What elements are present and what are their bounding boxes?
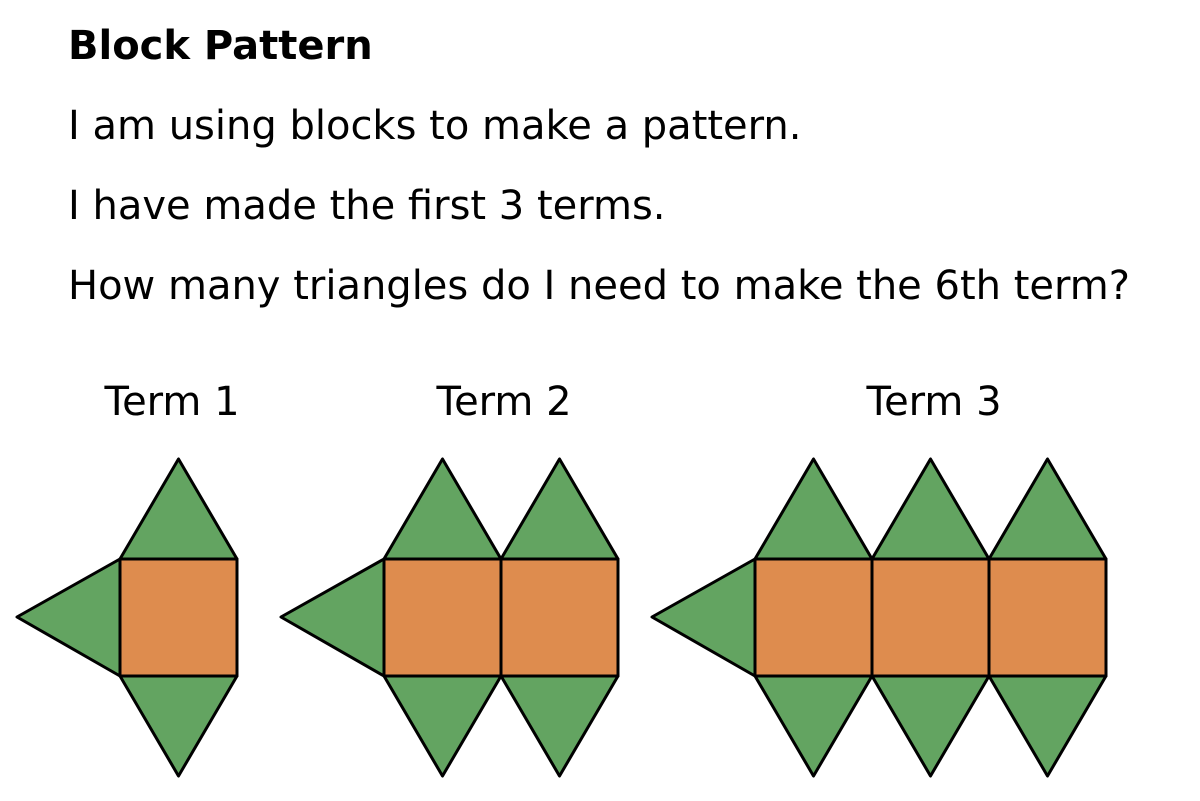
t3-top-triangle-3 (987, 457, 1108, 561)
t2-bottom-triangle-1 (382, 674, 503, 778)
t2-left-triangle (279, 557, 386, 678)
t3-top-triangle-1 (753, 457, 874, 561)
t3-square-3 (987, 557, 1108, 678)
t1-left-triangle (15, 557, 122, 678)
page-title: Block Pattern (68, 23, 373, 69)
term-2-label: Term 2 (436, 379, 572, 425)
t3-bottom-triangle-2 (870, 674, 991, 778)
t2-bottom-triangle-2 (499, 674, 620, 778)
t3-bottom-triangle-3 (987, 674, 1108, 778)
t2-square-1 (382, 557, 503, 678)
term-1-label: Term 1 (104, 379, 240, 425)
t3-square-2 (870, 557, 991, 678)
t3-bottom-triangle-1 (753, 674, 874, 778)
statement-line-1: I am using blocks to make a pattern. (68, 103, 802, 149)
t1-top-triangle-1 (118, 457, 239, 561)
t3-top-triangle-2 (870, 457, 991, 561)
term-3-label: Term 3 (866, 379, 1002, 425)
statement-line-2: I have made the first 3 terms. (68, 183, 666, 229)
t1-square-1 (118, 557, 239, 678)
t3-square-1 (753, 557, 874, 678)
question-line: How many triangles do I need to make the… (68, 263, 1130, 309)
t2-top-triangle-1 (382, 457, 503, 561)
t2-top-triangle-2 (499, 457, 620, 561)
t1-bottom-triangle-1 (118, 674, 239, 778)
t3-left-triangle (650, 557, 757, 678)
t2-square-2 (499, 557, 620, 678)
